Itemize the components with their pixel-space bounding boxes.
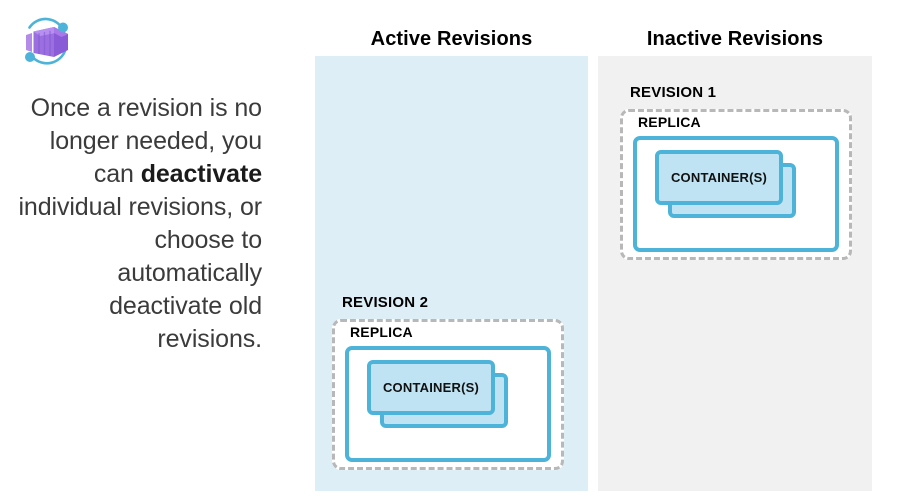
caption-text: Once a revision is no longer needed, you… bbox=[6, 92, 262, 356]
inactive-revisions-heading: Inactive Revisions bbox=[646, 28, 824, 50]
revision-1-label: REVISION 1 bbox=[630, 84, 717, 101]
caption-emphasis: deactivate bbox=[140, 160, 262, 188]
revision-1-group[interactable]: REVISION 1 REPLICA CONTAINER(S) bbox=[620, 84, 854, 262]
caption-lead: Once a revision is no longer needed, you… bbox=[30, 94, 262, 188]
active-revisions-heading: Active Revisions bbox=[370, 28, 533, 50]
revision-2-container-label: CONTAINER(S) bbox=[382, 380, 480, 395]
revision-2-group[interactable]: REVISION 2 REPLICA CONTAINER(S) bbox=[332, 294, 566, 472]
caption-tail: individual revisions, or choose to autom… bbox=[18, 193, 262, 353]
revision-1-container-front: CONTAINER(S) bbox=[655, 150, 783, 205]
revision-2-replica-label: REPLICA bbox=[350, 324, 413, 340]
revision-2-label: REVISION 2 bbox=[342, 294, 429, 311]
revision-1-container-label: CONTAINER(S) bbox=[670, 170, 768, 185]
revision-2-container-front: CONTAINER(S) bbox=[367, 360, 495, 415]
explanation-column: Once a revision is no longer needed, you… bbox=[0, 0, 292, 501]
revision-1-replica-label: REPLICA bbox=[638, 114, 701, 130]
azure-container-apps-logo bbox=[16, 14, 78, 70]
